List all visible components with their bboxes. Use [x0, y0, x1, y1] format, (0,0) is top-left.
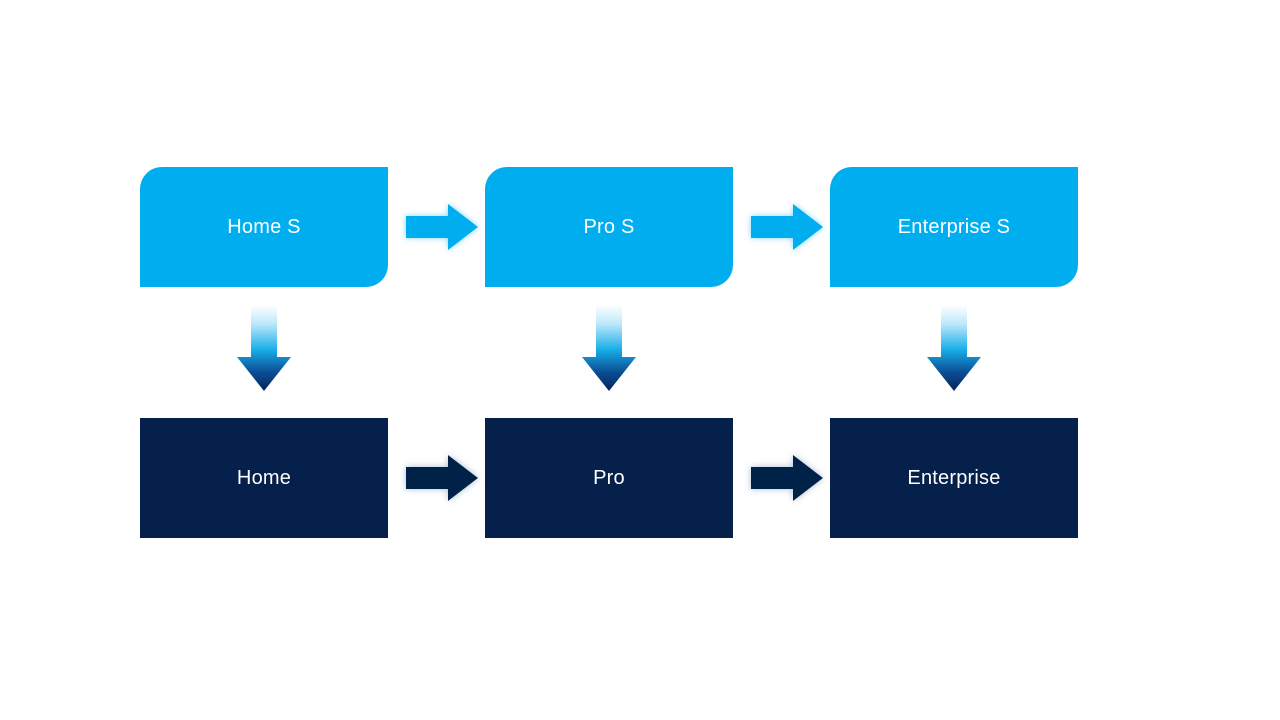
- node-label-pro-s: Pro S: [583, 216, 635, 238]
- node-home-s[interactable]: Home S: [140, 167, 388, 287]
- node-enterprise-s[interactable]: Enterprise S: [830, 167, 1078, 287]
- node-home[interactable]: Home: [140, 418, 388, 538]
- node-label-enterprise: Enterprise: [907, 467, 1001, 489]
- arrow-right-home-s-to-pro-s: [406, 202, 478, 252]
- arrow-down-pro-s-to-pro: [582, 305, 636, 391]
- node-enterprise[interactable]: Enterprise: [830, 418, 1078, 538]
- node-label-home-s: Home S: [227, 216, 301, 238]
- arrow-down-enterprise-s-to-enterprise: [927, 305, 981, 391]
- node-pro-s[interactable]: Pro S: [485, 167, 733, 287]
- arrow-right-pro-s-to-enterprise-s: [751, 202, 823, 252]
- node-label-pro: Pro: [593, 467, 625, 489]
- node-pro[interactable]: Pro: [485, 418, 733, 538]
- node-label-home: Home: [236, 467, 292, 489]
- node-label-enterprise-s: Enterprise S: [897, 216, 1011, 238]
- arrow-right-pro-to-enterprise: [751, 453, 823, 503]
- arrow-right-home-to-pro: [406, 453, 478, 503]
- arrow-down-home-s-to-home: [237, 305, 291, 391]
